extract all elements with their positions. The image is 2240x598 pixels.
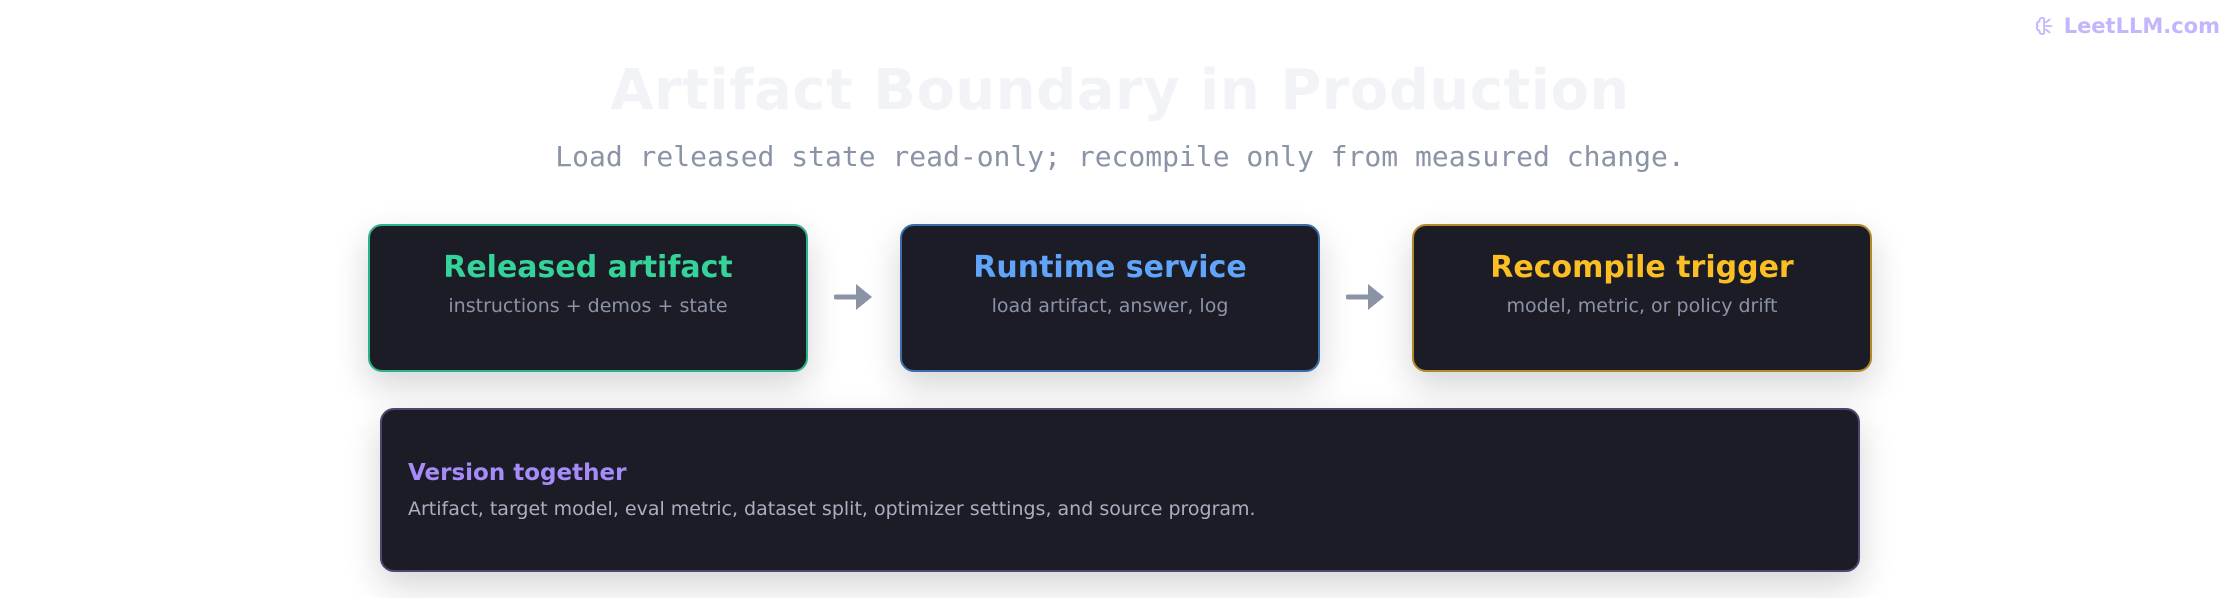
recompile-trigger-box: Recompile trigger model, metric, or poli… — [1412, 224, 1872, 372]
arrow-right-icon — [833, 280, 874, 318]
arrow-right-icon — [1345, 280, 1386, 318]
released-artifact-box: Released artifact instructions + demos +… — [368, 224, 808, 372]
runtime-service-box: Runtime service load artifact, answer, l… — [900, 224, 1320, 372]
recompile-trigger-description: model, metric, or policy drift — [1506, 295, 1778, 317]
runtime-service-title: Runtime service — [973, 250, 1247, 285]
version-together-title: Version together — [408, 460, 627, 486]
recompile-trigger-title: Recompile trigger — [1490, 250, 1794, 285]
diagram-title: Artifact Boundary in Production — [610, 58, 1630, 123]
version-together-box: Version together Artifact, target model,… — [380, 408, 1860, 572]
brand-logo: LeetLLM.com — [2034, 14, 2220, 38]
released-artifact-description: instructions + demos + state — [448, 295, 728, 317]
brand-name: LeetLLM.com — [2063, 14, 2220, 38]
diagram-subtitle: Load released state read-only; recompile… — [555, 140, 1685, 173]
released-artifact-title: Released artifact — [443, 250, 733, 285]
brain-icon — [2034, 15, 2056, 37]
runtime-service-description: load artifact, answer, log — [991, 295, 1229, 317]
version-together-description: Artifact, target model, eval metric, dat… — [408, 498, 1256, 520]
